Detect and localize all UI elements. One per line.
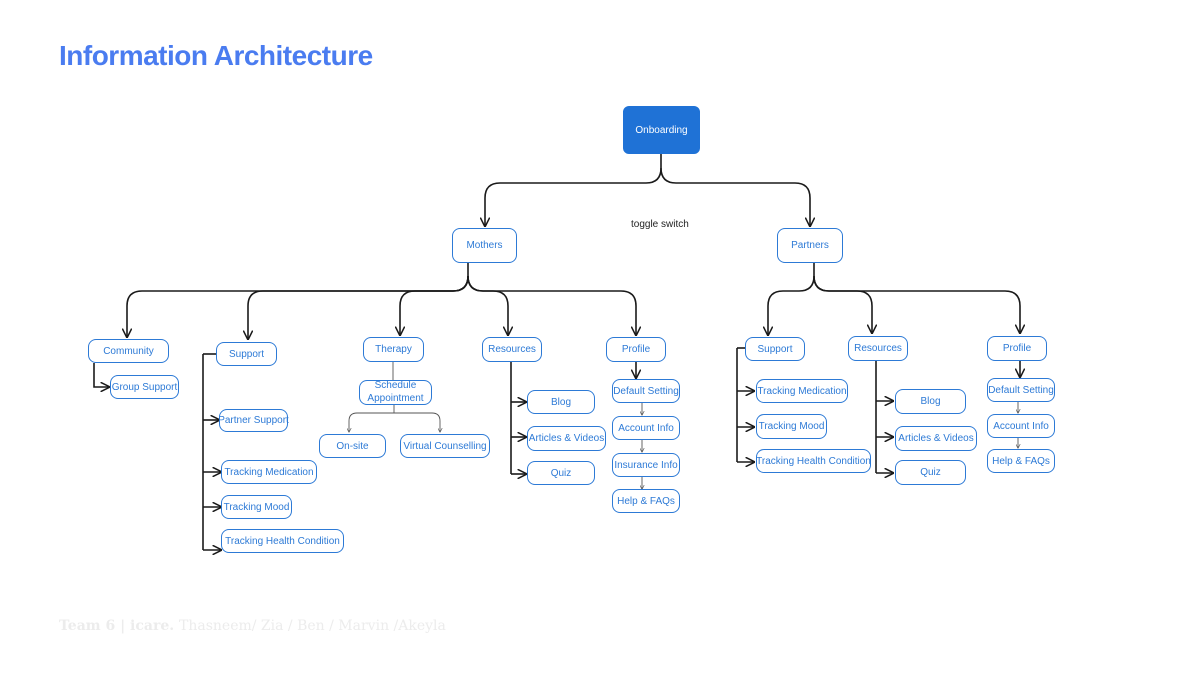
onboarding-label: Onboarding	[635, 124, 688, 136]
m-schedule-appointment-label: Schedule Appointment	[367, 380, 424, 404]
p-profile-node: Profile	[987, 336, 1047, 361]
p-account-info-node: Account Info	[987, 414, 1055, 438]
m-resources-node: Resources	[482, 337, 542, 362]
m-blog-node: Blog	[527, 390, 595, 414]
p-resources-label: Resources	[854, 343, 902, 354]
m-therapy-label: Therapy	[375, 344, 412, 355]
m-therapy-node: Therapy	[363, 337, 424, 362]
p-default-setting-node: Default Setting	[987, 378, 1055, 402]
m-insurance-info-label: Insurance Info	[614, 459, 678, 471]
p-account-info-label: Account Info	[993, 420, 1049, 432]
partners-node: Partners	[777, 228, 843, 263]
m-virtual-counselling-label: Virtual Counselling	[403, 440, 487, 452]
m-default-setting-node: Default Setting	[612, 379, 680, 403]
m-quiz-node: Quiz	[527, 461, 595, 485]
p-tracking-health-label: Tracking Health Condition	[756, 455, 871, 467]
m-partner-support-node: Partner Support	[218, 409, 289, 432]
m-community-label: Community	[103, 345, 154, 357]
m-partner-support-label: Partner Support	[218, 415, 289, 426]
m-profile-node: Profile	[606, 337, 666, 362]
p-tracking-health-node: Tracking Health Condition	[756, 449, 871, 473]
footer-team: Team 6 | icare.	[59, 618, 175, 634]
p-tracking-mood-node: Tracking Mood	[756, 414, 827, 439]
m-resources-label: Resources	[488, 344, 536, 355]
m-profile-label: Profile	[621, 344, 651, 355]
m-group-support-label: Group Support	[111, 381, 178, 393]
m-tracking-medication-label: Tracking Medication	[224, 466, 314, 478]
m-account-info-node: Account Info	[612, 416, 680, 440]
m-virtual-counselling-node: Virtual Counselling	[400, 434, 490, 458]
m-default-setting-label: Default Setting	[613, 385, 679, 397]
toggle-switch-note: toggle switch	[631, 219, 689, 230]
footer-members: Thasneem/ Zia / Ben / Marvin /Akeyla	[179, 618, 446, 634]
p-help-faqs-label: Help & FAQs	[992, 455, 1050, 467]
m-quiz-label: Quiz	[550, 467, 572, 479]
m-help-faqs-node: Help & FAQs	[612, 489, 680, 513]
p-quiz-node: Quiz	[895, 460, 966, 485]
footer-credits: Team 6 | icare. Thasneem/ Zia / Ben / Ma…	[59, 618, 446, 634]
m-insurance-info-node: Insurance Info	[612, 453, 680, 477]
p-profile-label: Profile	[1002, 343, 1032, 354]
page-title: Information Architecture	[59, 40, 373, 71]
m-blog-label: Blog	[550, 396, 571, 408]
m-tracking-health-label: Tracking Health Condition	[225, 535, 340, 547]
mothers-label: Mothers	[466, 240, 503, 251]
m-group-support-node: Group Support	[110, 375, 179, 399]
p-tracking-medication-node: Tracking Medication	[756, 379, 848, 403]
mothers-node: Mothers	[452, 228, 517, 263]
m-schedule-appointment-node: Schedule Appointment	[359, 380, 432, 405]
onboarding-node: Onboarding	[623, 106, 700, 154]
m-help-faqs-label: Help & FAQs	[617, 495, 675, 507]
m-community-node: Community	[88, 339, 169, 363]
m-articles-videos-node: Articles & Videos	[527, 426, 606, 451]
m-support-label: Support	[228, 348, 265, 360]
m-onsite-label: On-site	[336, 440, 369, 452]
p-support-node: Support	[745, 337, 805, 361]
p-tracking-medication-label: Tracking Medication	[757, 385, 847, 397]
p-quiz-label: Quiz	[920, 467, 941, 478]
p-default-setting-label: Default Setting	[988, 384, 1054, 396]
m-articles-videos-label: Articles & Videos	[528, 433, 605, 444]
p-support-label: Support	[757, 343, 793, 355]
m-tracking-medication-node: Tracking Medication	[221, 460, 317, 484]
m-onsite-node: On-site	[319, 434, 386, 458]
m-tracking-mood-label: Tracking Mood	[223, 501, 290, 513]
m-tracking-health-node: Tracking Health Condition	[221, 529, 344, 553]
m-support-node: Support	[216, 342, 277, 366]
p-resources-node: Resources	[848, 336, 908, 361]
p-blog-node: Blog	[895, 389, 966, 414]
p-articles-videos-node: Articles & Videos	[895, 426, 977, 451]
m-account-info-label: Account Info	[618, 422, 674, 434]
m-tracking-mood-node: Tracking Mood	[221, 495, 292, 519]
partners-label: Partners	[791, 240, 829, 251]
p-tracking-mood-label: Tracking Mood	[758, 421, 825, 432]
p-help-faqs-node: Help & FAQs	[987, 449, 1055, 473]
p-blog-label: Blog	[920, 396, 941, 407]
p-articles-videos-label: Articles & Videos	[898, 433, 974, 444]
